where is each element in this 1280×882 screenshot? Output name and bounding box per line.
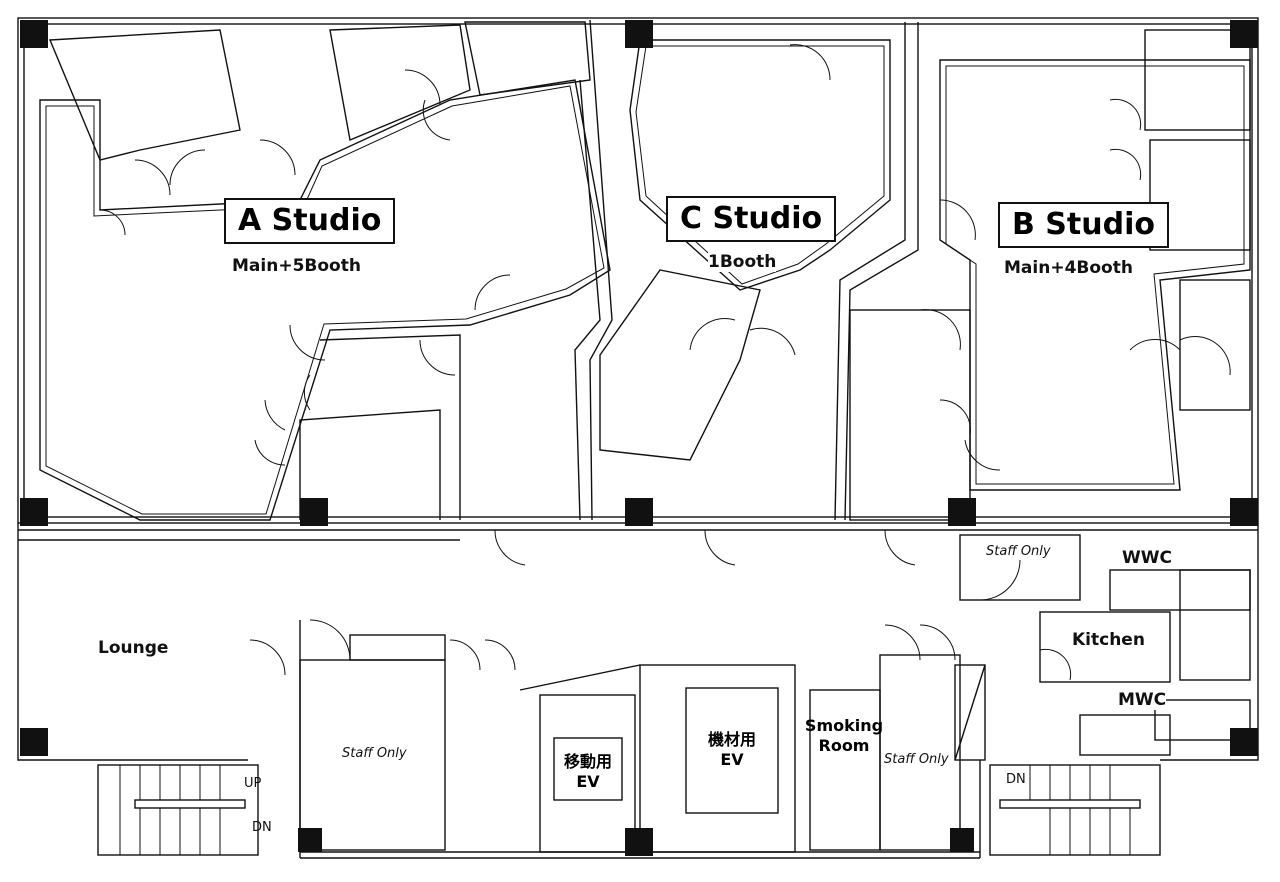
- studio-a-walls: [39, 21, 611, 521]
- studio-c-sub: 1Booth: [708, 252, 777, 272]
- stairs: [97, 764, 1161, 856]
- doors: [99, 44, 1231, 681]
- stair-up-label: UP: [244, 776, 262, 791]
- studio-b-label: B Studio: [998, 202, 1169, 248]
- mwc-label: MWC: [1118, 690, 1167, 710]
- studio-c-walls: [574, 19, 919, 521]
- staff-only-label: Staff Only: [342, 746, 407, 761]
- studio-b-sub: Main+4Booth: [1004, 258, 1133, 278]
- staff-only-label: Staff Only: [986, 544, 1051, 559]
- stair-down-label: DN: [1006, 772, 1026, 787]
- wwc-label: WWC: [1122, 548, 1172, 568]
- studio-c-label: C Studio: [666, 196, 837, 242]
- staff-only-label: Staff Only: [884, 752, 949, 767]
- studio-b-walls: [849, 29, 1251, 521]
- structural-columns: [20, 20, 1258, 856]
- lounge-label: Lounge: [98, 638, 169, 658]
- kitchen-label: Kitchen: [1072, 630, 1145, 650]
- lower-rooms: [299, 534, 1251, 853]
- outer-walls: [17, 17, 1259, 859]
- studio-a-label: A Studio: [224, 198, 396, 244]
- stair-down-label: DN: [252, 820, 272, 835]
- studio-a-sub: Main+5Booth: [232, 256, 361, 276]
